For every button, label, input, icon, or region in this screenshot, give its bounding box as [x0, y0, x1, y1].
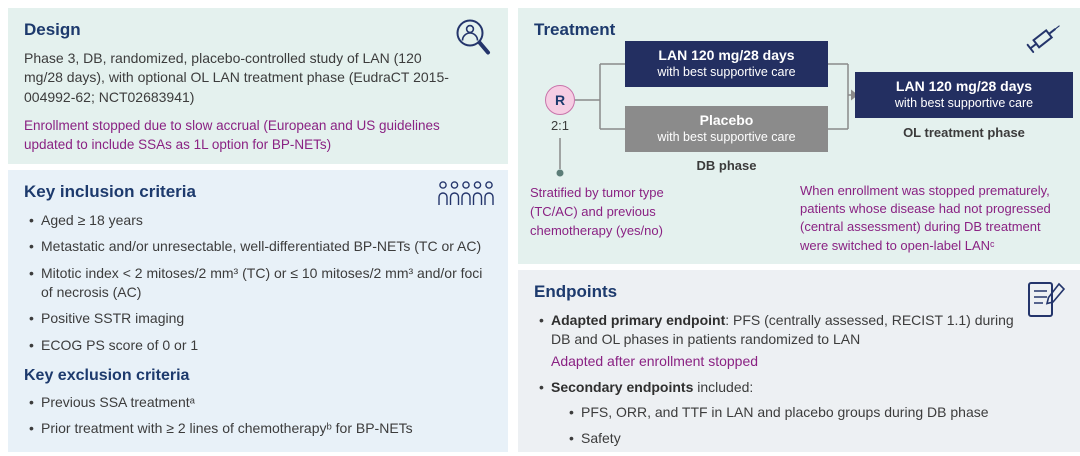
list-item: Prior treatment with ≥ 2 lines of chemot… — [24, 419, 492, 439]
exclusion-criteria-list: Previous SSA treatmentᵃ Prior treatment … — [24, 393, 492, 439]
secondary-endpoints-label: Secondary endpoints — [551, 378, 694, 395]
people-group-icon — [438, 179, 494, 211]
randomization-badge: R — [545, 85, 575, 115]
randomization-ratio: 2:1 — [550, 118, 570, 133]
primary-endpoint-label: Adapted primary endpoint — [551, 312, 726, 328]
ol-arm-box: LAN 120 mg/28 days with best supportive … — [855, 72, 1073, 118]
arm-care-label: with best supportive care — [657, 64, 796, 79]
list-item: ECOG PS score of 0 or 1 — [24, 336, 492, 356]
list-item: Mitotic index < 2 mitoses/2 mm³ (TC) or … — [24, 264, 492, 303]
randomization-label: R — [554, 92, 566, 108]
primary-endpoint-text: : PFS (centrally assessed, RECIST 1.1) d… — [551, 312, 1014, 348]
endpoints-panel: Endpoints Adapted primary endpoint: PFS … — [518, 270, 1080, 452]
list-item: Aged ≥ 18 years — [24, 211, 492, 231]
magnifier-person-icon — [452, 17, 494, 64]
secondary-endpoints-item: Secondary endpoints included: PFS, ORR, … — [534, 378, 1026, 448]
arm-dose-label: LAN 120 mg/28 days — [895, 78, 1033, 95]
arm-care-label: with best supportive care — [657, 129, 796, 144]
primary-endpoint-item: Adapted primary endpoint: PFS (centrally… — [534, 311, 1026, 371]
treatment-panel: Treatment R 2:1 LAN 120 mg/28 d — [518, 8, 1080, 264]
list-item: Safety — [565, 429, 1026, 449]
secondary-endpoints-list: PFS, ORR, and TTF in LAN and placebo gro… — [551, 403, 1026, 448]
list-item: Metastatic and/or unresectable, well-dif… — [24, 237, 492, 257]
endpoints-list: Adapted primary endpoint: PFS (centrally… — [534, 311, 1064, 448]
lan-db-arm-box: LAN 120 mg/28 days with best supportive … — [625, 41, 828, 87]
arm-care-label: with best supportive care — [894, 95, 1034, 110]
primary-endpoint-adaptation-note: Adapted after enrollment stopped — [551, 352, 759, 369]
design-enrollment-note: Enrollment stopped due to slow accrual (… — [24, 117, 440, 152]
db-phase-label: DB phase — [696, 158, 757, 173]
treatment-title: Treatment — [534, 20, 616, 39]
inclusion-criteria-list: Aged ≥ 18 years Metastatic and/or unrese… — [24, 211, 492, 355]
arm-dose-label: Placebo — [699, 112, 754, 129]
syringe-icon — [1024, 17, 1066, 62]
ol-phase-label: OL treatment phase — [903, 125, 1025, 140]
design-title: Design — [24, 20, 81, 39]
arm-dose-label: LAN 120 mg/28 days — [658, 47, 795, 64]
list-item: Positive SSTR imaging — [24, 309, 492, 329]
design-panel: Design Phase 3, DB, randomized, placebo-… — [8, 8, 508, 164]
open-label-switch-note: When enrollment was stopped prematurely,… — [800, 183, 1051, 253]
stratification-note: Stratified by tumor type (TC/AC) and pre… — [530, 185, 664, 238]
inclusion-criteria-panel: Key inclusion criteria Aged ≥ 18 years M… — [8, 170, 508, 452]
placebo-arm-box: Placebo with best supportive care — [625, 106, 828, 152]
inclusion-title: Key inclusion criteria — [24, 182, 196, 201]
secondary-endpoints-text: included: — [693, 378, 754, 395]
endpoints-title: Endpoints — [534, 282, 618, 301]
list-item: Previous SSA treatmentᵃ — [24, 393, 492, 413]
exclusion-title: Key exclusion criteria — [24, 366, 190, 384]
clipboard-pencil-icon — [1026, 279, 1066, 326]
list-item: PFS, ORR, and TTF in LAN and placebo gro… — [565, 403, 1026, 423]
design-description: Phase 3, DB, randomized, placebo-control… — [24, 50, 449, 105]
